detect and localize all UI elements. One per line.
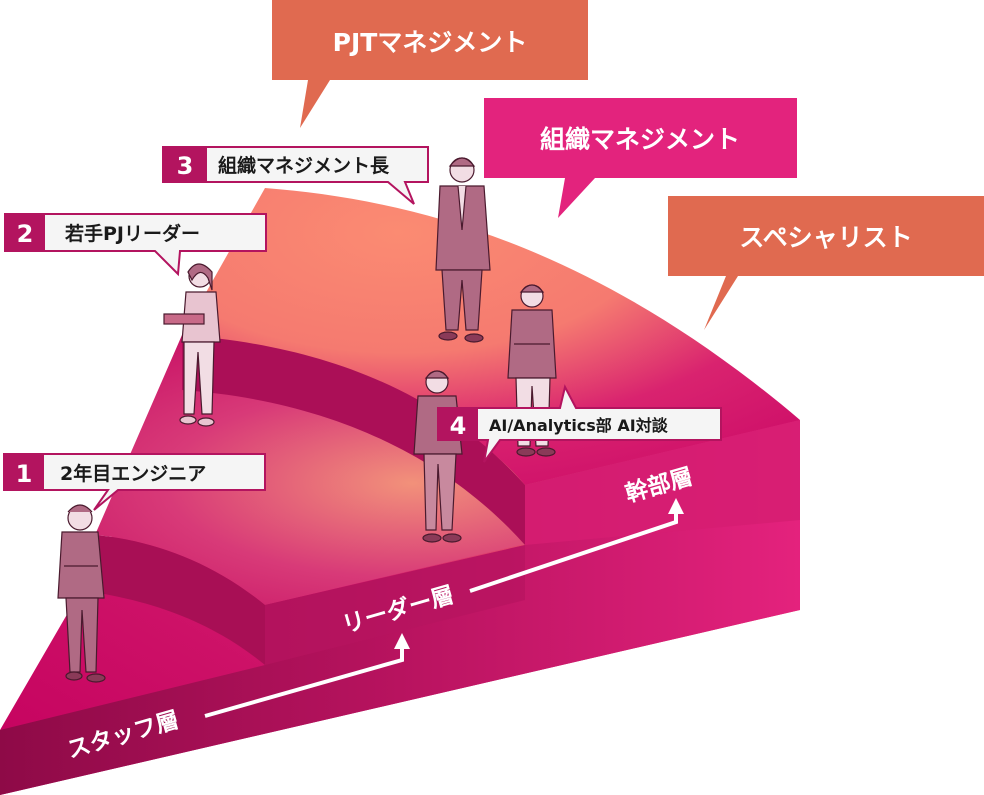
bubble-specialist-label: スペシャリスト: [739, 223, 912, 252]
callout-3-label: 組織マネジメント長: [218, 154, 390, 177]
callout-4-number: 4: [450, 412, 467, 440]
callout-4-label: AI/Analytics部 AI対談: [489, 416, 669, 435]
callout-2-label: 若手PJリーダー: [65, 222, 200, 245]
callout-1-label: 2年目エンジニア: [60, 462, 206, 485]
bubble-pjt-management: PJTマネジメント: [272, 0, 588, 128]
callout-3-number: 3: [177, 152, 194, 180]
bubble-org-label: 組織マネジメント: [540, 125, 740, 154]
person-3-figure: [435, 157, 491, 343]
exec-riser: [182, 335, 525, 545]
callout-1: 1 2年目エンジニア: [3, 453, 266, 511]
person-2-figure: [163, 263, 221, 427]
callout-2: 2 若手PJリーダー: [4, 213, 267, 277]
arrow-head-leader-icon: [394, 633, 410, 649]
callout-2-number: 2: [17, 220, 34, 248]
bubble-pjt-label: PJTマネジメント: [333, 28, 528, 57]
callout-4: 4 AI/Analytics部 AI対談: [437, 384, 722, 463]
bubble-specialist: スペシャリスト: [668, 196, 984, 330]
callout-1-number: 1: [16, 460, 33, 488]
bubble-org-management: 組織マネジメント: [484, 98, 797, 218]
person-1-figure: [57, 504, 106, 683]
arrow-head-exec-icon: [668, 498, 684, 514]
callout-3: 3 組織マネジメント長: [162, 146, 429, 205]
leader-riser: [80, 535, 265, 665]
